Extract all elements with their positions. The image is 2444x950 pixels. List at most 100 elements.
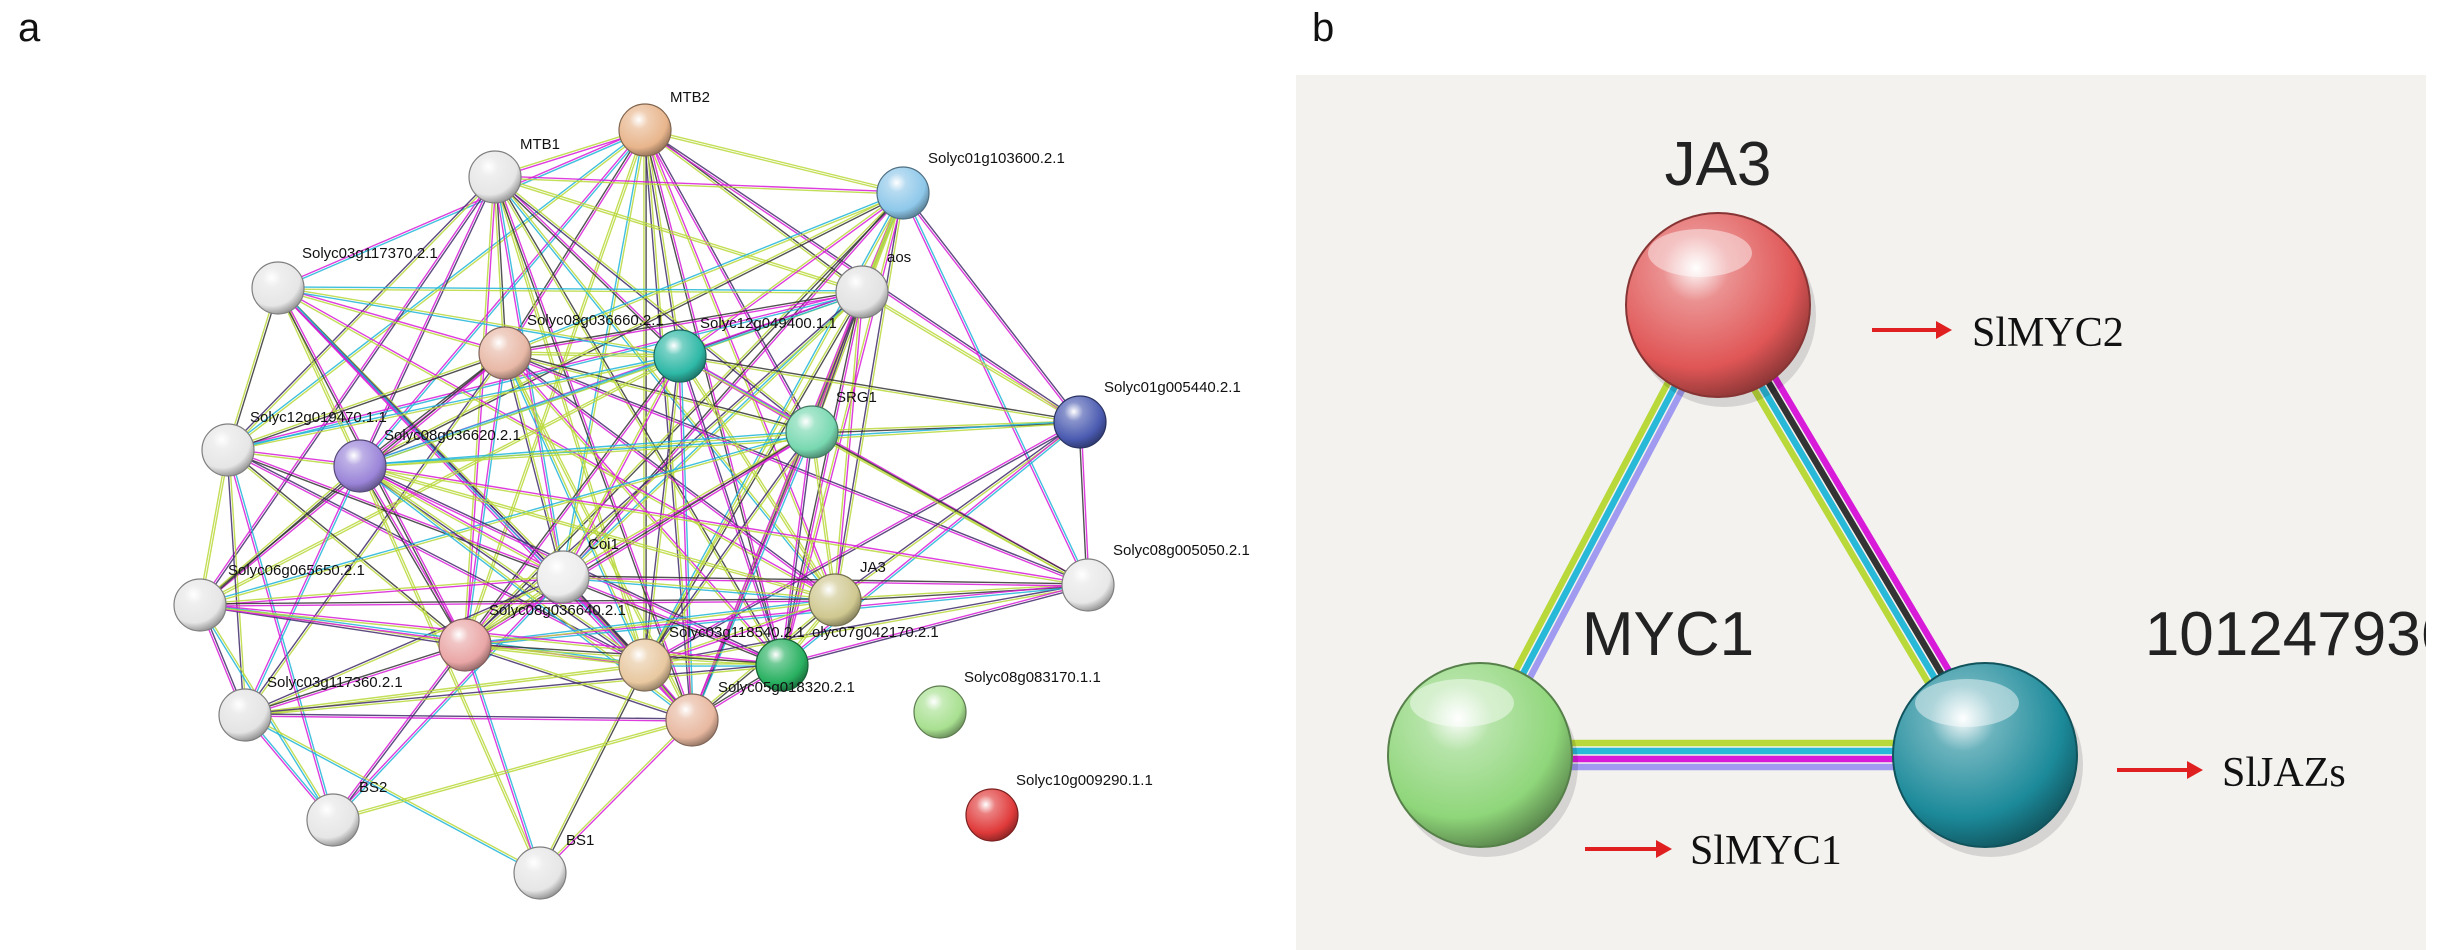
node-solyc08g005050[interactable]: Solyc08g005050.2.1 xyxy=(1061,542,1250,612)
node-ball-solyc08g036640[interactable] xyxy=(438,618,492,672)
node-ball-coi1[interactable] xyxy=(536,550,590,604)
edge-srg1-ja3 xyxy=(810,432,835,601)
node-ball-bs1[interactable] xyxy=(513,846,567,900)
node-ball-solyc03g117370[interactable] xyxy=(251,261,305,315)
node-ball-solyc01g005440[interactable] xyxy=(1053,395,1107,449)
edge-solyc08g036620-solyc08g005050 xyxy=(360,464,1089,585)
node-label-solyc03g118540: Solyc03g118540.2.1 xyxy=(669,624,805,641)
edge-solyc01g103600-solyc08g005050 xyxy=(903,192,1090,585)
node-solyc10g009290[interactable]: Solyc10g009290.1.1 xyxy=(965,772,1153,842)
node-solyc05g018320[interactable]: Solyc05g018320.2.1 xyxy=(665,679,855,747)
node-ball-solyc12g049400[interactable] xyxy=(653,329,707,383)
node-ball-myc1[interactable] xyxy=(1387,662,1573,848)
edge-solyc08g036640-bs1 xyxy=(463,645,540,874)
edge-solyc03g117360-bs1 xyxy=(244,715,540,875)
node-coi1[interactable]: Coi1 xyxy=(536,536,619,604)
node-highlight-ja3 xyxy=(1648,229,1752,277)
node-mtb2[interactable]: MTB2 xyxy=(618,89,710,157)
node-solyc08g036660[interactable]: Solyc08g036660.2.1 xyxy=(478,312,664,380)
node-bs1[interactable]: BS1 xyxy=(513,832,594,900)
edge-solyc08g036660-solyc12g049400 xyxy=(504,353,680,358)
node-ball-solyc01g103600[interactable] xyxy=(876,166,930,220)
edge-coi1-ja3 xyxy=(563,575,836,600)
edge-solyc08g036640-solyc03g117360 xyxy=(245,645,466,717)
node-solyc12g049400[interactable]: Solyc12g049400.1.1 xyxy=(653,315,837,383)
node-ball-solyc10g009290[interactable] xyxy=(965,788,1019,842)
edge-solyc12g019470-solyc03g118540 xyxy=(228,448,646,665)
node-ball-aos[interactable] xyxy=(835,265,889,319)
node-label-solyc12g049400: Solyc12g049400.1.1 xyxy=(700,315,837,332)
edge-ja3-solyc08g036640 xyxy=(465,600,836,647)
edge-solyc12g049400-solyc07g042170 xyxy=(678,356,782,666)
edge-solyc08g036640-solyc03g118540 xyxy=(465,643,646,665)
edge-solyc12g019470-coi1 xyxy=(228,448,564,577)
edge-solyc08g036620-bs1 xyxy=(360,465,542,873)
node-solyc08g036640[interactable]: Solyc08g036640.2.1 xyxy=(438,602,626,672)
edge-aos-solyc08g036660 xyxy=(505,292,863,355)
node-ball-solyc05g018320[interactable] xyxy=(665,693,719,747)
node-solyc07g042170[interactable]: olyc07g042170.2.1 xyxy=(755,624,939,692)
node-ball-mtb1[interactable] xyxy=(468,150,522,204)
edge-mtb2-ja3 xyxy=(643,130,835,601)
node-solyc08g036620[interactable]: Solyc08g036620.2.1 xyxy=(333,427,521,493)
node-label-bs2: BS2 xyxy=(359,779,387,796)
node-solyc12g019470[interactable]: Solyc12g019470.1.1 xyxy=(201,409,387,477)
node-solyc03g117370[interactable]: Solyc03g117370.2.1 xyxy=(251,245,438,315)
node-label-solyc08g036620: Solyc08g036620.2.1 xyxy=(384,427,521,444)
node-srg1[interactable]: SRG1 xyxy=(785,389,877,459)
edge-solyc08g036660-solyc08g036640 xyxy=(463,352,505,645)
arrow-slmyc2-head xyxy=(1936,321,1952,339)
edge-mtb2-solyc03g117370 xyxy=(277,128,645,288)
edge-solyc12g049400-solyc01g005440 xyxy=(680,354,1081,422)
node-ball-solyc07g042170[interactable] xyxy=(755,638,809,692)
edge-solyc08g036660-coi1 xyxy=(503,353,563,578)
node-label-solyc05g018320: Solyc05g018320.2.1 xyxy=(718,679,855,696)
node-solyc01g005440[interactable]: Solyc01g005440.2.1 xyxy=(1053,379,1241,449)
edge-srg1-solyc08g005050 xyxy=(811,432,1088,587)
node-label-solyc03g117360: Solyc03g117360.2.1 xyxy=(267,674,403,691)
edge-solyc08g005050-solyc03g118540 xyxy=(644,583,1088,665)
node-solyc06g065650[interactable]: Solyc06g065650.2.1 xyxy=(173,562,365,632)
node-ball-solyc08g083170[interactable] xyxy=(913,685,967,739)
node-solyc01g103600[interactable]: Solyc01g103600.2.1 xyxy=(876,150,1065,220)
edge-solyc12g049400-coi1 xyxy=(563,356,682,578)
panel-label-b: b xyxy=(1312,6,1335,50)
edge-solyc01g103600-solyc12g049400 xyxy=(678,191,903,356)
node-ball-101247936[interactable] xyxy=(1892,662,2078,848)
node-myc1[interactable]: MYC1 xyxy=(1387,600,1754,857)
node-ball-solyc03g117360[interactable] xyxy=(218,688,272,742)
node-label-myc1: MYC1 xyxy=(1582,600,1754,669)
node-mtb1[interactable]: MTB1 xyxy=(468,136,560,204)
edge-aos-solyc08g036660 xyxy=(504,290,862,353)
node-ball-bs2[interactable] xyxy=(306,793,360,847)
node-ball-ja3[interactable] xyxy=(808,573,862,627)
node-ja3[interactable]: JA3 xyxy=(1625,130,1816,407)
node-ball-ja3[interactable] xyxy=(1625,212,1811,398)
edge-solyc08g036660-srg1 xyxy=(505,351,813,432)
node-ball-solyc03g118540[interactable] xyxy=(618,638,672,692)
node-ball-solyc08g036620[interactable] xyxy=(333,439,387,493)
node-bs2[interactable]: BS2 xyxy=(306,779,387,847)
node-solyc03g118540[interactable]: Solyc03g118540.2.1 xyxy=(618,624,805,692)
edge-solyc03g117360-solyc05g018320 xyxy=(244,715,692,722)
node-solyc08g083170[interactable]: Solyc08g083170.1.1 xyxy=(913,669,1101,739)
edge-aos-solyc03g117370 xyxy=(277,288,862,294)
node-ball-mtb2[interactable] xyxy=(618,103,672,157)
edge-solyc08g005050-solyc08g036640 xyxy=(465,585,1089,647)
node-ja3[interactable]: JA3 xyxy=(808,559,886,627)
edge-mtb1-coi1 xyxy=(495,176,565,577)
node-ball-srg1[interactable] xyxy=(785,405,839,459)
node-ball-solyc06g065650[interactable] xyxy=(173,578,227,632)
node-ball-solyc08g005050[interactable] xyxy=(1061,558,1115,612)
node-solyc03g117360[interactable]: Solyc03g117360.2.1 xyxy=(218,674,403,742)
edge-aos-solyc03g117370 xyxy=(278,286,863,292)
edge-mtb2-solyc08g036660 xyxy=(503,129,645,353)
node-ball-solyc12g019470[interactable] xyxy=(201,423,255,477)
node-label-mtb1: MTB1 xyxy=(520,136,560,153)
edge-solyc12g019470-solyc08g036640 xyxy=(226,450,465,647)
edge-mtb2-solyc07g042170 xyxy=(645,129,784,665)
edge-solyc08g036660-solyc03g117360 xyxy=(245,353,507,717)
node-101247936[interactable]: 101247936 xyxy=(1892,600,2426,857)
node-ball-solyc08g036660[interactable] xyxy=(478,326,532,380)
node-aos[interactable]: aos xyxy=(835,249,911,319)
